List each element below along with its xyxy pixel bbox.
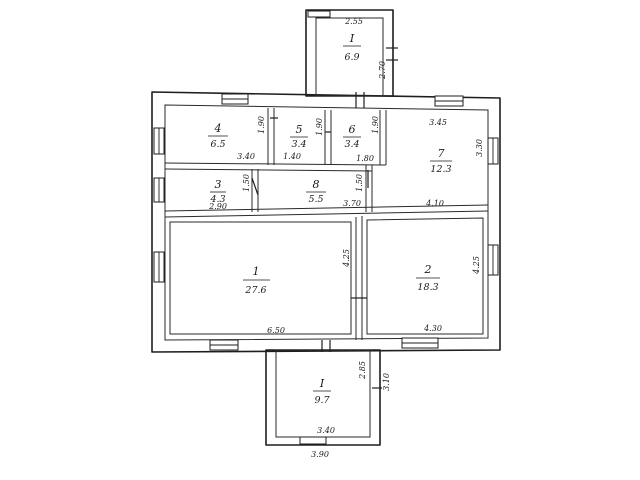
- window-top-right: [434, 95, 464, 107]
- window-right-1: [487, 137, 499, 165]
- dimension-labels: 2.55 2.70 3.40 1.90 1.40 1.90 1.80 1.90 …: [208, 17, 484, 459]
- room-number-3: 3: [215, 178, 222, 191]
- dim-top-porch-depth: 2.70: [378, 61, 387, 80]
- room-labels: I 6.9 4 6.5 5 3.4 6 3.4 7 12.3 3 4.3 8 5…: [208, 32, 452, 406]
- dim-r8-width: 3.70: [343, 199, 361, 208]
- room-area-1: 27.6: [244, 285, 266, 296]
- room-number-2: 2: [424, 263, 432, 276]
- dim-bottom-porch-depth-b: 3.10: [382, 373, 391, 391]
- windows: [153, 10, 499, 445]
- dim-r5-depth: 1.90: [315, 118, 324, 136]
- doors: [251, 47, 398, 389]
- room-number-8: 8: [313, 178, 320, 191]
- window-porch-bottom: [299, 436, 327, 445]
- dim-r4-depth: 1.90: [257, 116, 266, 134]
- room-area-7: 12.3: [430, 164, 451, 175]
- interior-walls: [164, 108, 489, 340]
- room-area-8: 5.5: [308, 194, 323, 205]
- dim-r5-width: 1.40: [283, 152, 301, 161]
- room-area-4: 6.5: [210, 139, 225, 150]
- dim-r3-depth: 1.50: [242, 174, 251, 192]
- window-bottom-2: [401, 337, 439, 349]
- dim-r2-depth: 4.25: [472, 256, 481, 275]
- window-top-left: [221, 93, 249, 105]
- room-area-3: 4.3: [209, 194, 225, 205]
- window-porch-top: [307, 10, 331, 18]
- room-area-2: 18.3: [417, 282, 438, 293]
- dim-r7-depth: 3.30: [475, 139, 484, 157]
- window-bottom-1: [209, 339, 239, 351]
- dim-r6-depth: 1.90: [371, 116, 380, 134]
- room-number-6: 6: [349, 123, 356, 136]
- dim-r7-width-top: 3.45: [429, 118, 447, 127]
- window-left-1: [153, 127, 165, 155]
- dim-bottom-porch-depth-a: 2.85: [358, 361, 367, 380]
- dim-r7-width-bottom: 4.10: [425, 199, 444, 208]
- room-area-5: 3.4: [291, 139, 306, 150]
- room-number-II: I: [319, 377, 325, 390]
- dim-bottom-porch-inner: 3.40: [317, 426, 335, 435]
- window-right-2: [487, 244, 499, 276]
- dim-r1-depth: 4.25: [342, 249, 351, 268]
- room-number-1: 1: [253, 265, 260, 278]
- room-number-5: 5: [296, 123, 303, 136]
- dim-r1-width: 6.50: [267, 326, 285, 335]
- dim-top-porch-width: 2.55: [344, 17, 363, 26]
- dim-bottom-porch-outer: 3.90: [311, 450, 329, 459]
- outer-walls: [151, 9, 501, 446]
- dim-r6-width: 1.80: [356, 154, 374, 163]
- window-left-3: [153, 251, 165, 283]
- room-area-6: 3.4: [344, 139, 359, 150]
- dim-r4-width: 3.40: [237, 152, 255, 161]
- window-left-2: [153, 177, 165, 203]
- room-number-I: I: [349, 32, 355, 45]
- dim-r3-width: 2.90: [208, 202, 227, 211]
- room-number-4: 4: [214, 122, 222, 135]
- dim-r8-depth: 1.50: [355, 174, 364, 192]
- room-area-I: 6.9: [344, 52, 359, 63]
- room-number-7: 7: [438, 147, 445, 160]
- dim-r2-width: 4.30: [423, 324, 442, 333]
- room-area-II: 9.7: [314, 395, 330, 406]
